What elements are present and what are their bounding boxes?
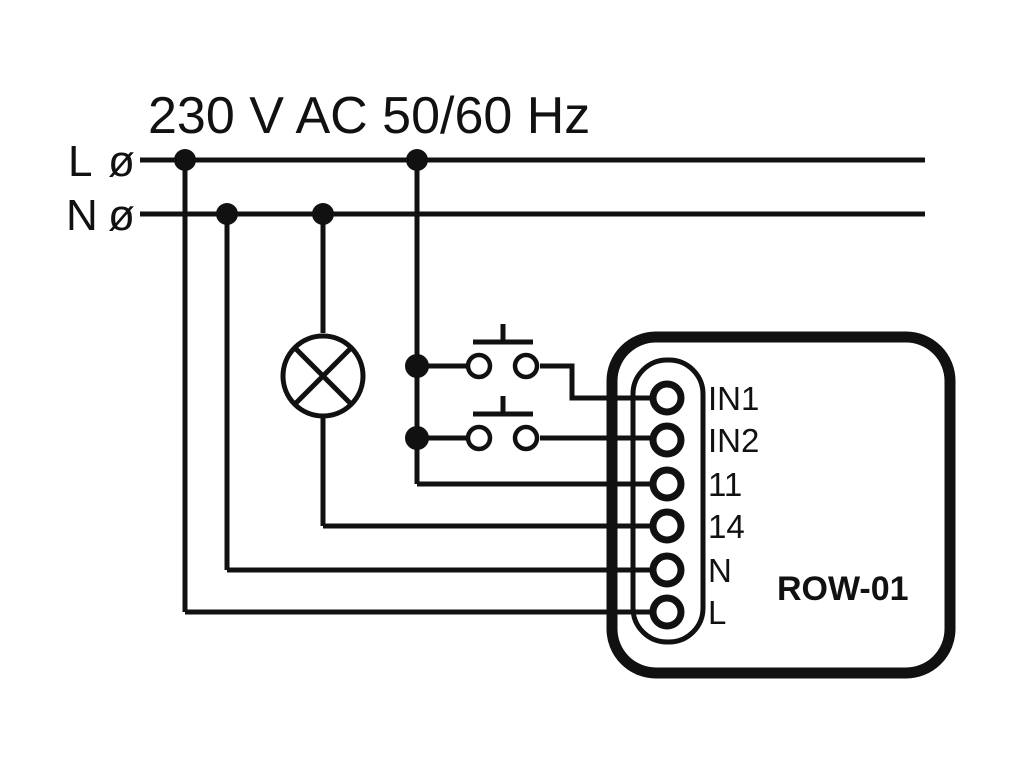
neutral-terminal-symbol: ø bbox=[108, 191, 135, 240]
terminal-l bbox=[649, 594, 685, 630]
wire-pushbutton-1-to-in1 bbox=[540, 363, 650, 401]
junction-dot bbox=[405, 354, 429, 378]
line-label: L bbox=[68, 137, 92, 186]
line-terminal-symbol: ø bbox=[108, 137, 135, 186]
terminal-label-in1: IN1 bbox=[708, 380, 759, 417]
terminal-11 bbox=[649, 466, 685, 502]
lamp-icon bbox=[280, 333, 366, 419]
terminal-14 bbox=[649, 508, 685, 544]
terminal-in1 bbox=[649, 380, 685, 416]
terminal-n bbox=[649, 552, 685, 588]
terminal-block bbox=[630, 357, 706, 645]
module-model: ROW-01 bbox=[777, 570, 909, 608]
junction-dot bbox=[405, 426, 429, 450]
neutral-label: N bbox=[66, 191, 98, 240]
supply-title: 230 V AC 50/60 Hz bbox=[148, 87, 590, 145]
terminal-label-n: N bbox=[708, 552, 732, 589]
terminal-label-in2: IN2 bbox=[708, 422, 759, 459]
terminal-label-14: 14 bbox=[708, 508, 745, 545]
terminal-in2 bbox=[649, 422, 685, 458]
junction-dot bbox=[406, 149, 428, 171]
junction-dot bbox=[216, 203, 238, 225]
terminal-label-11: 11 bbox=[708, 466, 742, 503]
pushbutton-icon bbox=[465, 324, 540, 380]
pushbutton-icon bbox=[465, 396, 540, 452]
terminal-label-l: L bbox=[708, 594, 726, 631]
junction-dot bbox=[312, 203, 334, 225]
relay-module bbox=[606, 331, 956, 679]
junction-dot bbox=[174, 149, 196, 171]
